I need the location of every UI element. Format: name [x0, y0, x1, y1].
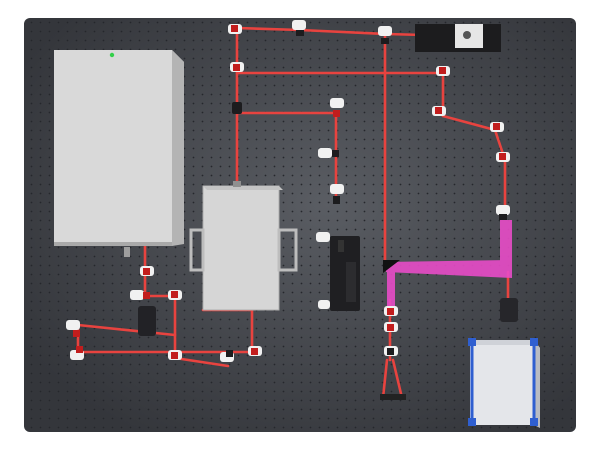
status-led-icon — [109, 52, 115, 58]
mirror-mount-icon — [140, 266, 154, 276]
mirror-mount-icon — [232, 102, 242, 114]
mirror-mount-icon — [228, 24, 242, 34]
mirror-mount-icon — [220, 350, 234, 362]
camera — [415, 24, 501, 52]
mirror-mount-icon — [230, 62, 244, 72]
mirror-mount-icon — [496, 205, 510, 220]
mirror-mount-icon — [248, 346, 262, 356]
laser-head — [54, 50, 184, 257]
mirror-mount-icon — [490, 122, 504, 132]
detector-box — [468, 338, 540, 428]
mirror-mount-icon — [130, 290, 150, 300]
mirror-mount-icon — [384, 322, 398, 332]
mirror-mount-icon — [378, 26, 392, 44]
mirror-mount-icon — [384, 346, 398, 356]
mirror-mount-icon — [66, 320, 80, 337]
amplifier-housing — [189, 181, 298, 311]
mirror-mount-icon — [70, 346, 84, 360]
mirror-mounts — [66, 20, 510, 362]
mirror-mount-icon — [330, 98, 344, 117]
mirror-mount-icon — [168, 290, 182, 300]
mirror-mount-icon — [330, 184, 344, 204]
mirror-mount-icon — [318, 148, 339, 158]
mirror-mount-icon — [168, 350, 182, 360]
mirror-mount-icon — [384, 306, 398, 316]
mirror-mount-icon — [292, 20, 306, 36]
pink-beam — [386, 220, 512, 310]
black-module — [330, 236, 360, 311]
mirror-mount-icon — [436, 66, 450, 76]
mirror-mount-icon — [496, 152, 510, 162]
mirror-mount-icon — [316, 232, 330, 242]
prism — [138, 260, 518, 400]
mirror-mount-icon — [318, 300, 330, 309]
mirror-mount-icon — [432, 106, 446, 116]
